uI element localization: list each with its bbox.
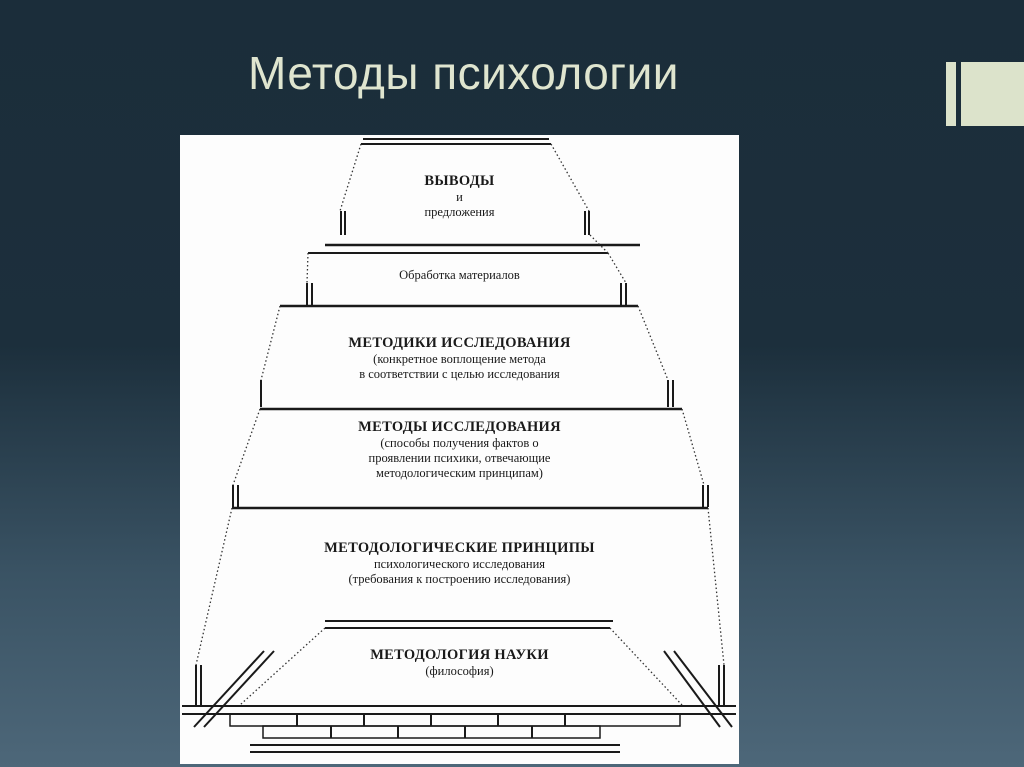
- level-research-methods: МЕТОДЫ ИССЛЕДОВАНИЯ (способы получения ф…: [180, 419, 739, 481]
- level-text: (философия): [425, 664, 494, 679]
- level-conclusions: ВЫВОДЫ и предложения: [180, 173, 739, 220]
- level-heading: МЕТОДЫ ИССЛЕДОВАНИЯ: [358, 419, 561, 435]
- level-text: (конкретное воплощение метода: [373, 352, 546, 367]
- pyramid-lines: [182, 138, 736, 753]
- level-text: (требования к построению исследования): [348, 572, 571, 587]
- level-research-techniques: МЕТОДИКИ ИССЛЕДОВАНИЯ (конкретное воплощ…: [180, 335, 739, 382]
- level-heading: МЕТОДИКИ ИССЛЕДОВАНИЯ: [348, 335, 571, 351]
- level-data-processing: Обработка материалов: [180, 268, 739, 283]
- level-text: методологическим принципам): [376, 466, 543, 481]
- level-text: и: [456, 190, 463, 205]
- accent-bar-wide: [961, 62, 1024, 126]
- level-text: в соответствии с целью исследования: [359, 367, 560, 382]
- level-text: проявлении психики, отвечающие: [368, 451, 551, 466]
- accent-bar-thin: [946, 62, 956, 126]
- level-text: (способы получения фактов о: [380, 436, 539, 451]
- level-heading: МЕТОДОЛОГИЧЕСКИЕ ПРИНЦИПЫ: [324, 540, 595, 556]
- level-science-methodology: МЕТОДОЛОГИЯ НАУКИ (философия): [180, 647, 739, 679]
- slide-title: Методы психологии: [248, 47, 679, 99]
- level-heading: МЕТОДОЛОГИЯ НАУКИ: [370, 647, 549, 663]
- level-methodological-principles: МЕТОДОЛОГИЧЕСКИЕ ПРИНЦИПЫ психологическо…: [180, 540, 739, 587]
- pyramid-diagram: ВЫВОДЫ и предложения Обработка материало…: [180, 135, 739, 764]
- level-text: Обработка материалов: [399, 268, 520, 282]
- level-heading: ВЫВОДЫ: [424, 173, 495, 189]
- level-text: психологического исследования: [373, 557, 546, 572]
- level-text: предложения: [424, 205, 495, 220]
